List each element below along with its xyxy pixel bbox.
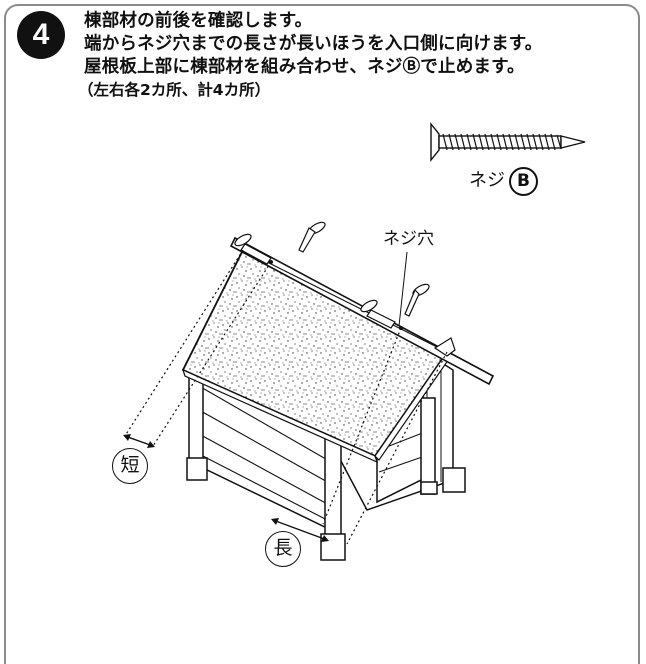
instruction-line-2: 端からネジ穴までの長さが長いほうを入口側に向けます。 — [84, 34, 543, 54]
instruction-line-3: 屋根板上部に棟部材を組み合わせ、ネジⒷで止めます。 — [84, 57, 525, 77]
screw-icon — [430, 122, 586, 162]
screw-letter-badge: B — [509, 166, 538, 196]
instruction-note: （左右各2カ所、計4カ所） — [78, 81, 271, 99]
dog-house-illustration — [123, 221, 495, 561]
screw-hole-label: ネジ穴 — [383, 229, 434, 249]
svg-text:4: 4 — [33, 18, 50, 51]
instruction-text: 棟部材の前後を確認します。 端からネジ穴までの長さが長いほうを入口側に向けます。… — [78, 10, 634, 101]
instruction-line-1: 棟部材の前後を確認します。 — [84, 11, 313, 31]
short-length-label: 短 — [112, 448, 148, 484]
long-length-label: 長 — [265, 531, 301, 567]
instruction-card — [4, 4, 640, 664]
screw-label-text: ネジ — [469, 170, 505, 191]
step-number-badge: 4 — [17, 11, 65, 59]
